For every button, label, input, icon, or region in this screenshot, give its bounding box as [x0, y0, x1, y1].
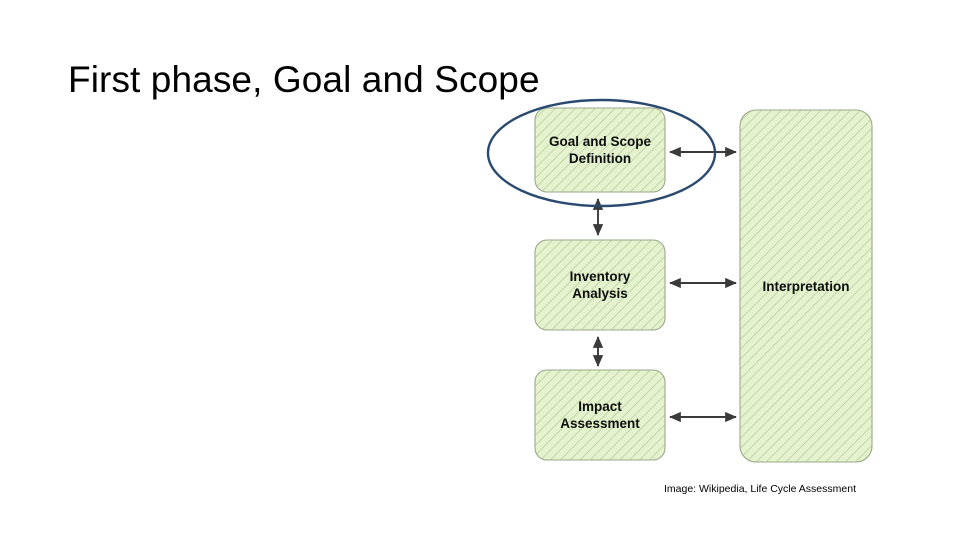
highlight-ellipse	[486, 98, 717, 208]
diagram-nodes	[534, 107, 873, 463]
node-impact-box[interactable]	[534, 369, 666, 461]
node-inventory-box[interactable]	[534, 239, 666, 331]
node-interpretation-box[interactable]	[739, 109, 873, 463]
page-title: First phase, Goal and Scope	[68, 59, 540, 100]
image-credit-caption: Image: Wikipedia, Life Cycle Assessment	[664, 483, 856, 495]
node-goal-scope-box[interactable]	[534, 107, 666, 193]
